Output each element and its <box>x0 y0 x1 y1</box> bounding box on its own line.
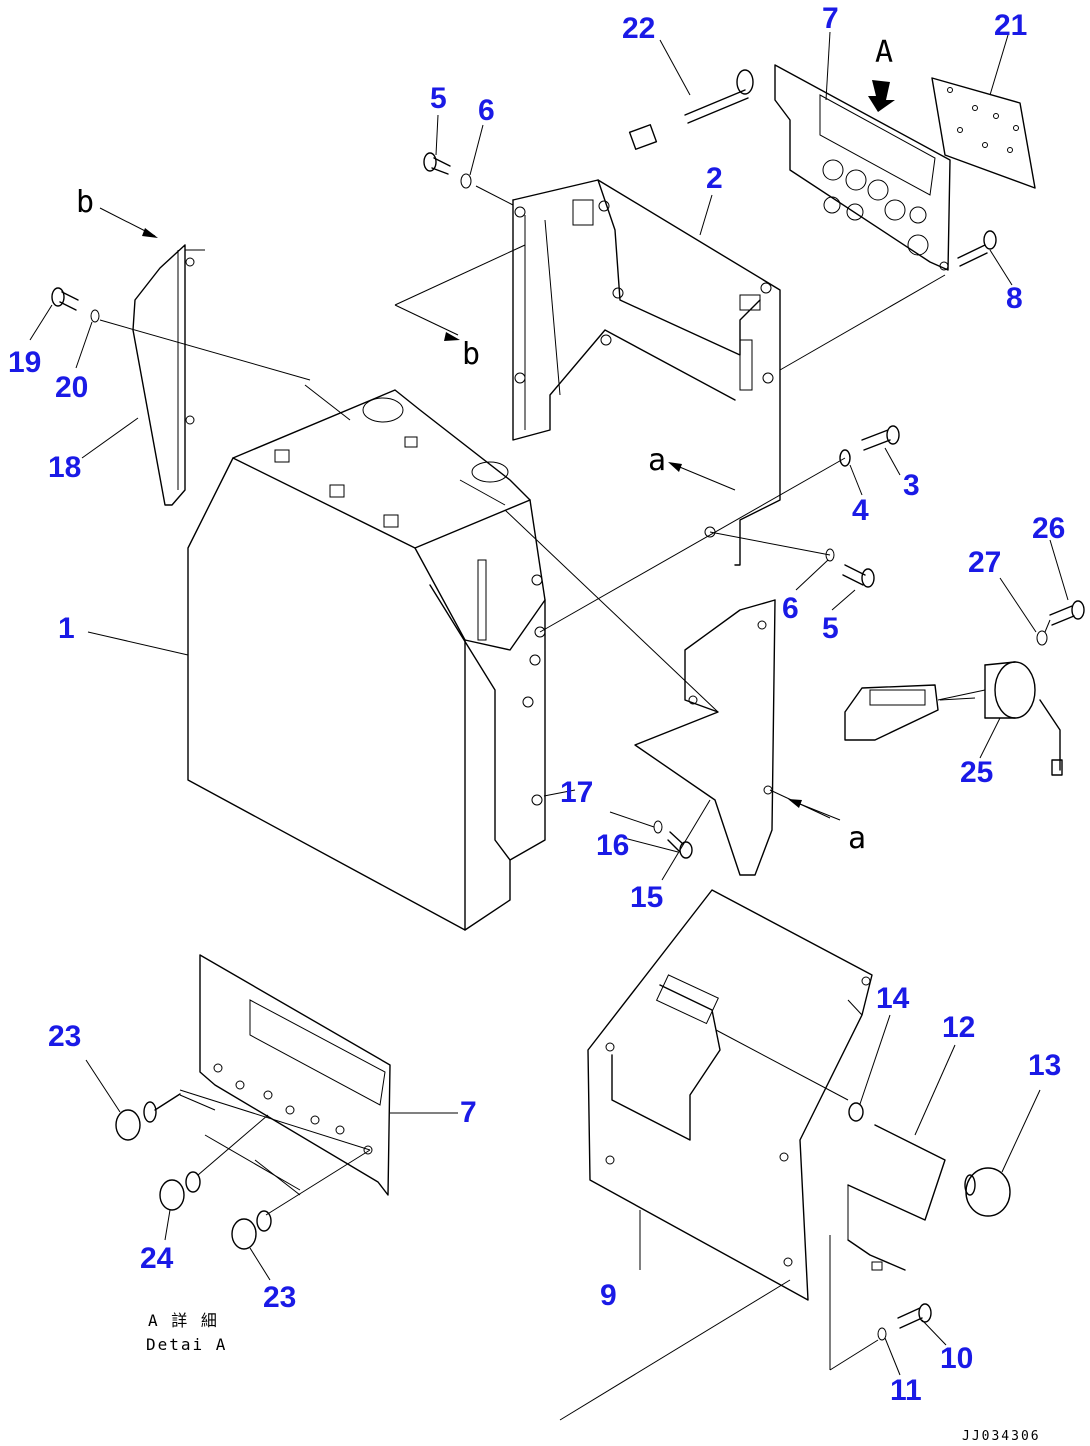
part-13-knob <box>964 1167 1011 1217</box>
connection-lines <box>99 185 1051 1421</box>
part-7-detail-panel <box>179 954 391 1196</box>
bolt-3 <box>839 425 900 467</box>
part-8-bolt <box>957 230 997 267</box>
callout-6-top: 6 <box>478 94 495 127</box>
callout-6-middle: 6 <box>782 592 799 625</box>
view-letter-a-bottom: a <box>848 821 866 856</box>
callout-16: 16 <box>596 829 629 862</box>
part-2-bracket-frame <box>512 179 781 566</box>
view-letter-b-bottom: b <box>462 337 480 372</box>
part-1-housing <box>187 384 546 931</box>
callout-14: 14 <box>876 982 910 1015</box>
callout-12: 12 <box>942 1011 975 1044</box>
part-22-key-switch <box>628 69 754 150</box>
callout-numbers: 1 2 3 4 5 6 5 6 7 8 9 10 11 12 13 14 15 … <box>8 2 1065 1407</box>
callout-26: 26 <box>1032 512 1065 545</box>
part-7-switch-panel <box>774 64 951 271</box>
callout-24: 24 <box>140 1242 174 1275</box>
callout-23-lower: 23 <box>263 1281 296 1314</box>
callout-5-middle: 5 <box>822 612 839 645</box>
callout-22: 22 <box>622 12 655 45</box>
bolt-26 <box>1036 600 1085 646</box>
view-letter-a-top: a <box>648 443 666 478</box>
view-letter-A: A <box>875 35 893 70</box>
bolt-19 <box>51 287 100 323</box>
part-25-relay <box>844 661 1063 776</box>
callout-8: 8 <box>1006 282 1023 315</box>
bolt-5-middle <box>825 548 875 588</box>
part-14-grommet <box>848 1102 864 1122</box>
view-letter-b-top: b <box>76 185 94 220</box>
callout-4: 4 <box>852 494 869 527</box>
part-12-plate <box>847 1124 946 1271</box>
part-15-side-cover <box>634 599 776 876</box>
callout-17: 17 <box>560 776 593 809</box>
callout-9: 9 <box>600 1279 617 1312</box>
callout-2: 2 <box>706 162 723 195</box>
callout-18: 18 <box>48 451 81 484</box>
part-24-switch <box>159 1171 201 1211</box>
detail-caption: A 詳 細 Detai A <box>146 1311 227 1354</box>
part-23-switch-upper <box>115 1093 181 1141</box>
callout-3: 3 <box>903 469 920 502</box>
callout-5-top: 5 <box>430 82 447 115</box>
callout-20: 20 <box>55 371 88 404</box>
part-9-lower-cover <box>587 889 873 1301</box>
detail-caption-english: Detai A <box>146 1335 227 1354</box>
callout-15: 15 <box>630 881 663 914</box>
view-arrows <box>99 207 841 821</box>
part-18-side-cover <box>132 244 205 506</box>
callout-23-upper: 23 <box>48 1020 81 1053</box>
callout-19: 19 <box>8 346 41 379</box>
callout-27: 27 <box>968 546 1001 579</box>
callout-21: 21 <box>994 9 1027 42</box>
drawing-code: JJ034306 <box>962 1429 1041 1444</box>
detail-caption-japanese: A 詳 細 <box>148 1311 219 1330</box>
callout-7-detail: 7 <box>460 1096 477 1129</box>
callout-10: 10 <box>940 1342 973 1375</box>
bolt-5-top <box>423 152 472 189</box>
view-letters: A a a b b <box>76 35 893 856</box>
part-21-plate <box>931 77 1036 189</box>
callout-11: 11 <box>890 1374 922 1407</box>
callout-1: 1 <box>58 612 75 645</box>
callout-13: 13 <box>1028 1049 1061 1082</box>
leader-lines <box>29 31 1069 1376</box>
part-23-switch-lower <box>231 1210 272 1250</box>
callout-25: 25 <box>960 756 993 789</box>
bolt-10 <box>877 1303 932 1341</box>
callout-7-top: 7 <box>822 2 839 35</box>
